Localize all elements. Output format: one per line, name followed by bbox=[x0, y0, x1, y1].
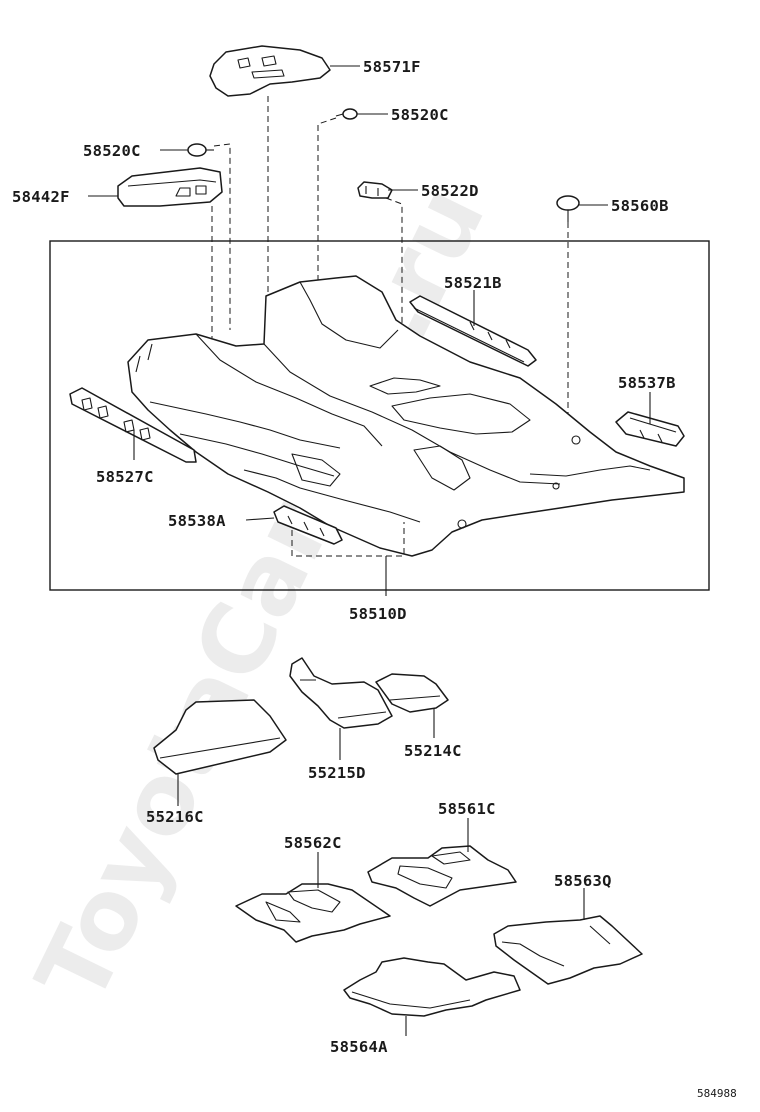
label-58564A[interactable]: 58564A bbox=[330, 1038, 388, 1056]
part-58442F-duct[interactable] bbox=[117, 167, 223, 207]
part-58520C-left-clip[interactable] bbox=[187, 143, 214, 157]
part-55216C-mat[interactable] bbox=[153, 699, 287, 775]
part-58527C-rail[interactable] bbox=[69, 387, 197, 463]
label-58522D[interactable]: 58522D bbox=[421, 182, 479, 200]
label-55214C[interactable]: 55214C bbox=[404, 742, 462, 760]
label-58562C[interactable]: 58562C bbox=[284, 834, 342, 852]
floor-carpet-assembly-frame bbox=[49, 240, 710, 591]
part-58538A-piece[interactable] bbox=[273, 505, 343, 545]
label-58520C-top[interactable]: 58520C bbox=[391, 106, 449, 124]
part-58510D-floor-carpet[interactable] bbox=[127, 275, 685, 557]
part-58522D-bracket[interactable] bbox=[357, 181, 393, 199]
label-58561C[interactable]: 58561C bbox=[438, 800, 496, 818]
part-55215D-mat[interactable] bbox=[289, 657, 393, 729]
label-58520C-left[interactable]: 58520C bbox=[83, 142, 141, 160]
label-55215D[interactable]: 55215D bbox=[308, 764, 366, 782]
label-58442F[interactable]: 58442F bbox=[12, 188, 70, 206]
part-58520C-top-clip[interactable] bbox=[335, 108, 358, 120]
part-58562C-floor-mat[interactable] bbox=[235, 883, 391, 943]
part-58521B-bar[interactable] bbox=[409, 295, 537, 367]
label-58538A[interactable]: 58538A bbox=[168, 512, 226, 530]
label-58563Q[interactable]: 58563Q bbox=[554, 872, 612, 890]
label-58510D[interactable]: 58510D bbox=[349, 605, 407, 623]
label-58521B[interactable]: 58521B bbox=[444, 274, 502, 292]
label-58537B[interactable]: 58537B bbox=[618, 374, 676, 392]
part-58571F-shape[interactable] bbox=[209, 45, 331, 97]
part-58561C-floor-mat[interactable] bbox=[367, 845, 517, 907]
label-58571F[interactable]: 58571F bbox=[363, 58, 421, 76]
label-58527C[interactable]: 58527C bbox=[96, 468, 154, 486]
part-58560B-plug[interactable] bbox=[556, 195, 580, 222]
part-55214C-mat[interactable] bbox=[375, 673, 449, 713]
label-55216C[interactable]: 55216C bbox=[146, 808, 204, 826]
part-58564A-floor-mat[interactable] bbox=[343, 957, 521, 1017]
label-58560B[interactable]: 58560B bbox=[611, 197, 669, 215]
part-58537B-piece[interactable] bbox=[615, 411, 685, 447]
part-58563Q-floor-mat[interactable] bbox=[493, 915, 643, 985]
diagram-id: 584988 bbox=[697, 1087, 737, 1100]
